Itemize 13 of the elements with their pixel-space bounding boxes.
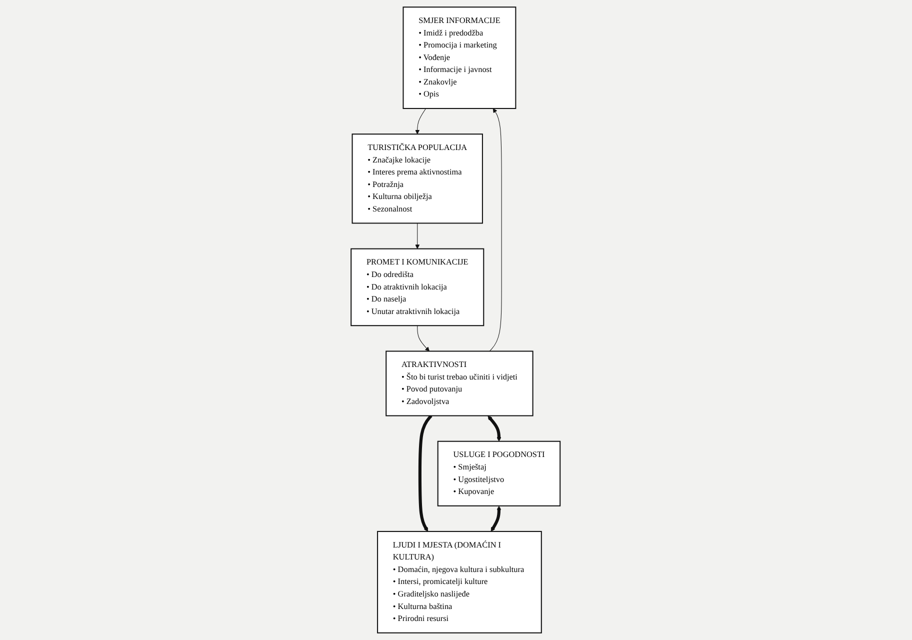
arrow [418, 325, 430, 352]
node-box: PROMET I KOMUNIKACIJE • Do odredišta • Do atraktivnih lokacija • Do naselja • Unutar atraktivnih lokacija [351, 248, 485, 326]
node-box: ATRAKTIVNOSTI • Što bi turist trebao učiniti i vidjeti • Povod putovanju • Zadovoljstva [386, 350, 534, 416]
node-box: USLUGE I POGODNOSTI • Smještaj • Ugostiteljstvo • Kupovanje [438, 440, 561, 506]
arrow [418, 414, 433, 532]
arrow [416, 222, 420, 250]
node-box: LJUDI I MJESTA (DOMAĆIN I KULTURA) • Domaćin, njegova kultura i subkultura • Intersi, promicatelji kulture • Graditeljsko naslijeđe • Kulturna baština • Prirodni resursi [377, 530, 542, 634]
arrow [488, 416, 502, 442]
node-box: TURISTIČKA POPULACIJA • Značajke lokacije • Interes prema aktivnostima • Potražnja • Kulturna obilježja • Sezonalnost [352, 134, 484, 224]
arrow [491, 506, 502, 532]
node-box: SMJER INFORMACIJE • Imidž i predodžba • Promocija i marketing • Vođenje • Informacije i javnost • Znakovlje • Opis [403, 6, 517, 110]
arrow [416, 108, 427, 134]
arrow [490, 108, 502, 352]
